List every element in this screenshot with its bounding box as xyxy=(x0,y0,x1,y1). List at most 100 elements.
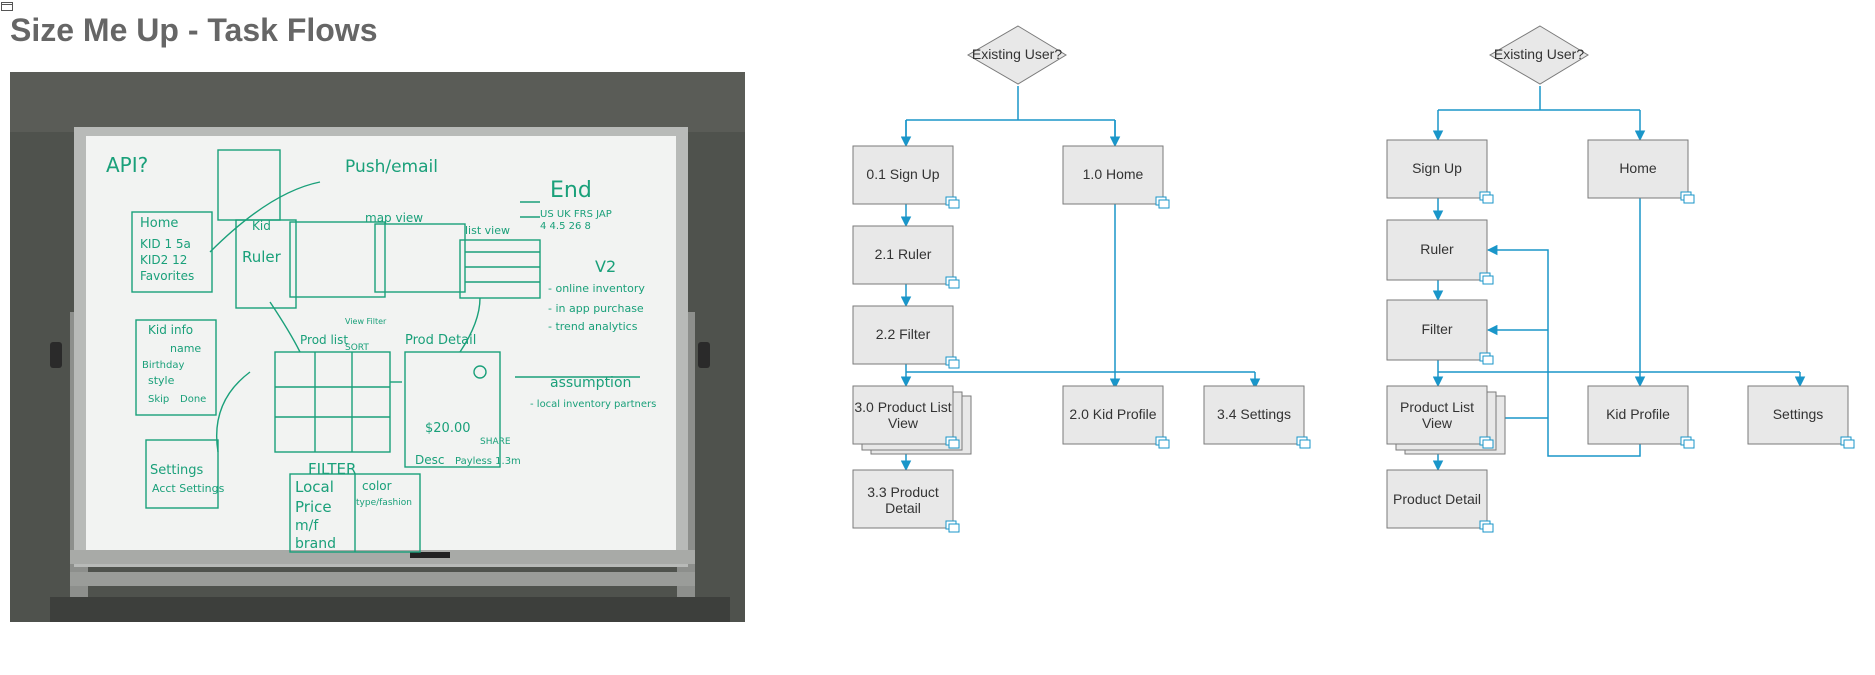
wb-kid2: KID2 12 xyxy=(140,253,187,267)
subflow-marker-icon xyxy=(1155,436,1170,449)
flow-left-ruler-label: 2.1 Ruler xyxy=(875,246,932,262)
flow-left: Existing User? 0.1 Sign Up 1.0 Home 2.1 … xyxy=(852,25,1311,533)
subflow-marker-icon xyxy=(1840,436,1855,449)
flow-left-node-product-list[interactable]: 3.0 Product List View xyxy=(852,385,972,455)
wb-price: Price xyxy=(295,498,332,516)
flow-left-node-filter[interactable]: 2.2 Filter xyxy=(852,305,960,369)
wb-price-tag: $20.00 xyxy=(425,421,471,436)
flow-left-node-product-detail[interactable]: 3.3 Product Detail xyxy=(852,469,960,533)
wb-skip: Skip xyxy=(148,394,169,405)
flow-right-kid-profile-label: Kid Profile xyxy=(1606,406,1670,422)
subflow-marker-icon xyxy=(1479,352,1494,365)
flow-left-product-detail-label-2: Detail xyxy=(885,500,921,516)
flow-left-decision-label: Existing User? xyxy=(972,46,1062,62)
flow-right-node-sign-up[interactable]: Sign Up xyxy=(1386,139,1494,204)
wb-kid1: KID 1 5a xyxy=(140,237,191,251)
flow-left-product-list-label-1: 3.0 Product List xyxy=(854,399,951,415)
wb-kid-info: Kid info xyxy=(148,323,193,337)
flow-left-product-detail-label-1: 3.3 Product xyxy=(867,484,939,500)
wb-payless: Payless 1.3m xyxy=(455,456,521,467)
wb-home: Home xyxy=(140,216,178,231)
subflow-marker-icon xyxy=(1296,436,1311,449)
subflow-marker-icon xyxy=(945,276,960,289)
flow-right-filter-label: Filter xyxy=(1421,321,1452,337)
flow-right-product-list-label-1: Product List xyxy=(1400,399,1474,415)
flow-left-product-list-label-2: View xyxy=(888,415,919,431)
wb-trend: - trend analytics xyxy=(548,320,638,333)
wb-api: API? xyxy=(106,153,148,177)
flow-right-home-label: Home xyxy=(1619,160,1657,176)
wb-done: Done xyxy=(180,394,206,405)
wb-kid-label: Kid xyxy=(252,219,271,233)
flow-right-node-settings[interactable]: Settings xyxy=(1747,385,1855,449)
flow-right-connectors xyxy=(1432,86,1806,472)
wb-prod-list: Prod list xyxy=(300,333,348,347)
flow-right-product-list-label-2: View xyxy=(1422,415,1453,431)
flow-left-node-sign-up[interactable]: 0.1 Sign Up xyxy=(852,145,960,209)
flow-right-node-home[interactable]: Home xyxy=(1587,139,1695,204)
wb-local-inv: - local inventory partners xyxy=(530,399,656,410)
flow-right: Existing User? Sign Up Home Ruler Filter… xyxy=(1386,25,1855,533)
wb-name: name xyxy=(170,342,201,355)
flow-left-settings-label: 3.4 Settings xyxy=(1217,406,1291,422)
flow-left-node-ruler[interactable]: 2.1 Ruler xyxy=(852,225,960,289)
wb-settings: Settings xyxy=(150,463,204,478)
flow-right-decision-label: Existing User? xyxy=(1494,46,1584,62)
wb-push: Push/email xyxy=(345,157,438,177)
subflow-marker-icon xyxy=(945,520,960,533)
wb-local: Local xyxy=(295,478,334,496)
subflow-marker-icon xyxy=(1680,436,1695,449)
flow-left-home-label: 1.0 Home xyxy=(1083,166,1144,182)
wb-sort: SORT xyxy=(345,343,369,353)
page-title: Size Me Up - Task Flows xyxy=(10,12,378,48)
subflow-marker-icon xyxy=(1479,272,1494,285)
flow-right-decision[interactable] xyxy=(1489,25,1589,85)
whiteboard-sketches xyxy=(131,149,640,553)
whiteboard-photo: API? Push/email End US UK FRS JAP 4 4.5 … xyxy=(10,72,745,622)
wb-birthday: Birthday xyxy=(142,360,184,371)
flow-left-node-kid-profile[interactable]: 2.0 Kid Profile xyxy=(1062,385,1170,449)
wb-v2: V2 xyxy=(595,257,616,276)
wb-desc: Desc xyxy=(415,453,444,467)
flow-right-product-detail-label: Product Detail xyxy=(1393,491,1481,507)
subflow-marker-icon xyxy=(945,356,960,369)
collapse-icon[interactable] xyxy=(1,2,13,11)
flow-right-node-filter[interactable]: Filter xyxy=(1386,299,1494,365)
wb-brand: brand xyxy=(295,536,336,552)
wb-color: color xyxy=(362,479,392,493)
wb-size-vals: 4 4.5 26 8 xyxy=(540,221,591,232)
wb-sizes: US UK FRS JAP xyxy=(540,209,612,220)
wb-prod-detail: Prod Detail xyxy=(405,333,476,348)
flow-right-node-product-detail[interactable]: Product Detail xyxy=(1386,469,1494,533)
wb-list-view: list view xyxy=(465,224,510,237)
subflow-marker-icon xyxy=(945,196,960,209)
wb-favorites: Favorites xyxy=(140,269,194,283)
subflow-marker-icon xyxy=(1155,196,1170,209)
wb-mf: m/f xyxy=(295,518,319,534)
wb-share: SHARE xyxy=(480,437,511,447)
flow-left-kid-profile-label: 2.0 Kid Profile xyxy=(1069,406,1156,422)
flow-left-decision[interactable] xyxy=(967,25,1067,85)
subflow-marker-icon xyxy=(1680,191,1695,204)
flow-left-node-settings[interactable]: 3.4 Settings xyxy=(1203,385,1311,449)
wb-online: - online inventory xyxy=(548,282,645,295)
flow-right-node-kid-profile[interactable]: Kid Profile xyxy=(1587,385,1695,449)
wb-view-filter: View Filter xyxy=(345,317,387,326)
flow-right-node-product-list[interactable]: Product List View xyxy=(1386,385,1506,455)
wb-assumption: assumption xyxy=(550,375,631,391)
subflow-marker-icon xyxy=(1479,520,1494,533)
flow-left-filter-label: 2.2 Filter xyxy=(876,326,931,342)
flow-left-node-home[interactable]: 1.0 Home xyxy=(1062,145,1170,209)
subflow-marker-icon xyxy=(1479,191,1494,204)
wb-ruler: Ruler xyxy=(242,248,282,266)
wb-style: style xyxy=(148,374,175,387)
flow-left-sign-up-label: 0.1 Sign Up xyxy=(866,166,939,182)
wb-end: End xyxy=(550,178,592,203)
wb-in-app: - in app purchase xyxy=(548,302,644,315)
flow-right-sign-up-label: Sign Up xyxy=(1412,160,1462,176)
flow-right-node-ruler[interactable]: Ruler xyxy=(1386,219,1494,285)
wb-type: type/fashion xyxy=(356,498,412,508)
wb-acct: Acct Settings xyxy=(152,482,225,495)
flow-right-settings-label: Settings xyxy=(1773,406,1824,422)
